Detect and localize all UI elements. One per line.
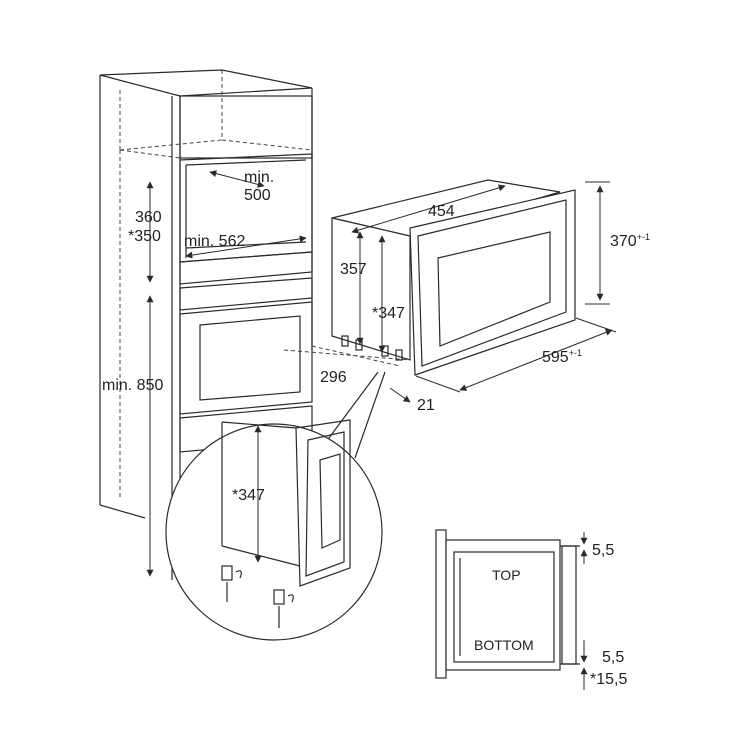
frame-bottom-label: BOTTOM — [474, 637, 534, 653]
dim-niche-height: 360 — [135, 209, 162, 226]
dim-gap-bottom: 5,5 — [602, 649, 624, 666]
dim-rear-depth: 296 — [320, 369, 347, 386]
dim-height-front: 370+-1 — [610, 232, 650, 250]
dim-height-side: 357 — [340, 261, 367, 278]
frame-top-label: TOP — [492, 567, 521, 583]
dim-niche-height-alt: *350 — [128, 228, 161, 245]
frame-detail — [435, 529, 580, 679]
dim-width-value: 595 — [542, 349, 569, 366]
dim-niche-depth-line1: min. — [244, 169, 274, 186]
dim-gap-bottom-alt: *15,5 — [590, 671, 627, 688]
dim-frame-depth: 21 — [417, 397, 435, 414]
dim-height-side-alt: *347 — [372, 305, 405, 322]
dim-height-front-value: 370 — [610, 233, 637, 250]
dim-depth: 454 — [428, 203, 455, 220]
cabinet-dimension-lines — [146, 170, 307, 577]
dim-height-front-tol: +-1 — [637, 232, 650, 242]
zoom-detail — [221, 419, 351, 628]
dim-width: 595+-1 — [542, 348, 582, 366]
dim-floor-height: min. 850 — [102, 377, 163, 394]
zoom-callout — [165, 371, 386, 641]
dim-detail-height: *347 — [232, 487, 265, 504]
dim-gap-top: 5,5 — [592, 542, 614, 559]
appliance-dimension-lines — [351, 181, 617, 403]
appliance-hidden-lines — [283, 345, 411, 367]
dim-niche-width: min. 562 — [184, 233, 245, 250]
dim-width-tol: +-1 — [569, 348, 582, 358]
dim-niche-depth-line2: 500 — [244, 187, 271, 204]
cabinet-hidden-lines — [119, 70, 313, 500]
dim-niche-depth: min. 500 — [244, 169, 279, 204]
